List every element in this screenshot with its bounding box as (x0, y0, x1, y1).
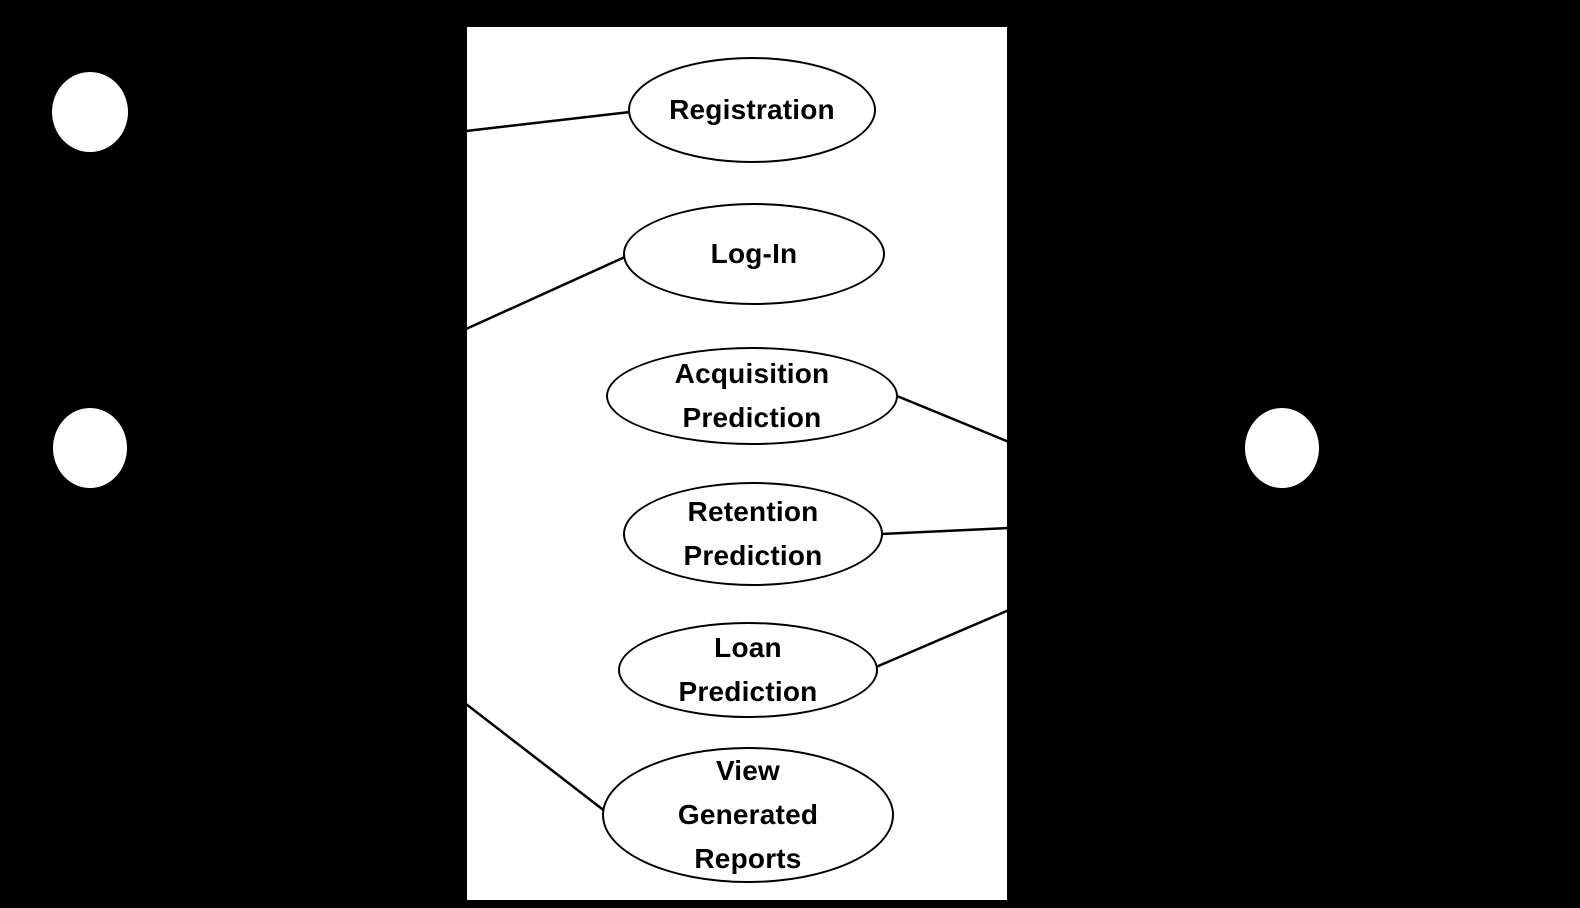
use-case-log-in: Log-In (623, 203, 885, 305)
use-case-view-generated-reports: View Generated Reports (602, 747, 894, 883)
use-case-acquisition-prediction: Acquisition Prediction (606, 347, 898, 445)
use-case-label: Loan Prediction (678, 632, 818, 707)
use-case-retention-prediction: Retention Prediction (623, 482, 883, 586)
use-case-label: View Generated Reports (677, 755, 819, 874)
use-case-loan-prediction: Loan Prediction (618, 622, 878, 718)
use-case-label: Registration (669, 94, 835, 125)
use-case-label: Log-In (710, 238, 798, 269)
use-case-label: Acquisition Prediction (674, 358, 830, 433)
use-case-registration: Registration (628, 57, 876, 163)
actor-head-icon (52, 72, 128, 152)
use-case-label: Retention Prediction (683, 496, 823, 571)
actor-head-icon (53, 408, 127, 488)
actor-head-icon (1245, 408, 1319, 488)
